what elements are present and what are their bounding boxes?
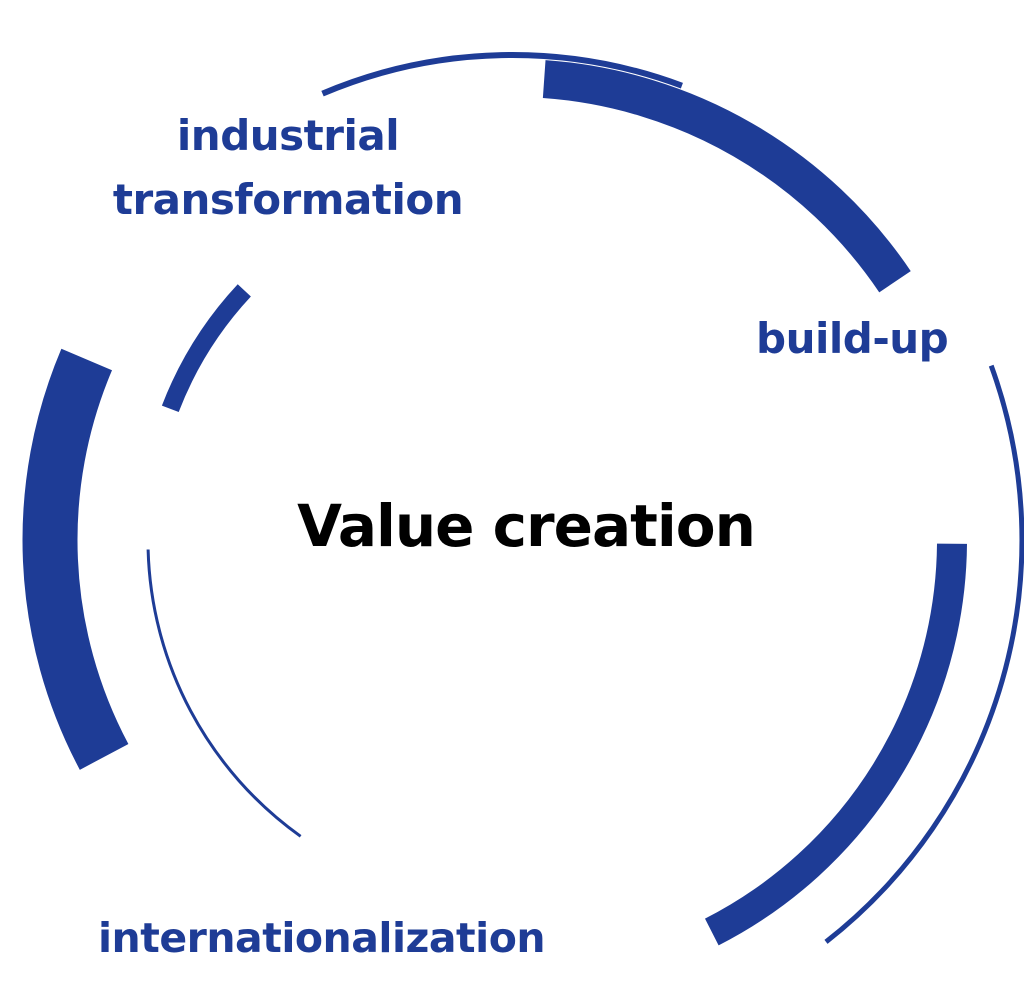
arc-left-thick (22, 348, 129, 770)
arc-right-bottom-thick (704, 543, 967, 946)
label-industrial-line2: transformation (112, 175, 464, 224)
arc-bottom-left-thin (146, 549, 302, 838)
label-industrial-line1: industrial (176, 111, 400, 160)
arc-inner-upper-left (161, 284, 251, 413)
center-title: Value creation (297, 492, 756, 560)
label-internationalization: internationalization (98, 914, 546, 962)
arc-top-right-thick (542, 60, 911, 293)
arc-right-thin (824, 364, 1024, 944)
arc-top-thin (321, 52, 683, 97)
label-build-up: build-up (756, 314, 949, 363)
label-industrial-transformation: industrial transformation (98, 104, 478, 232)
